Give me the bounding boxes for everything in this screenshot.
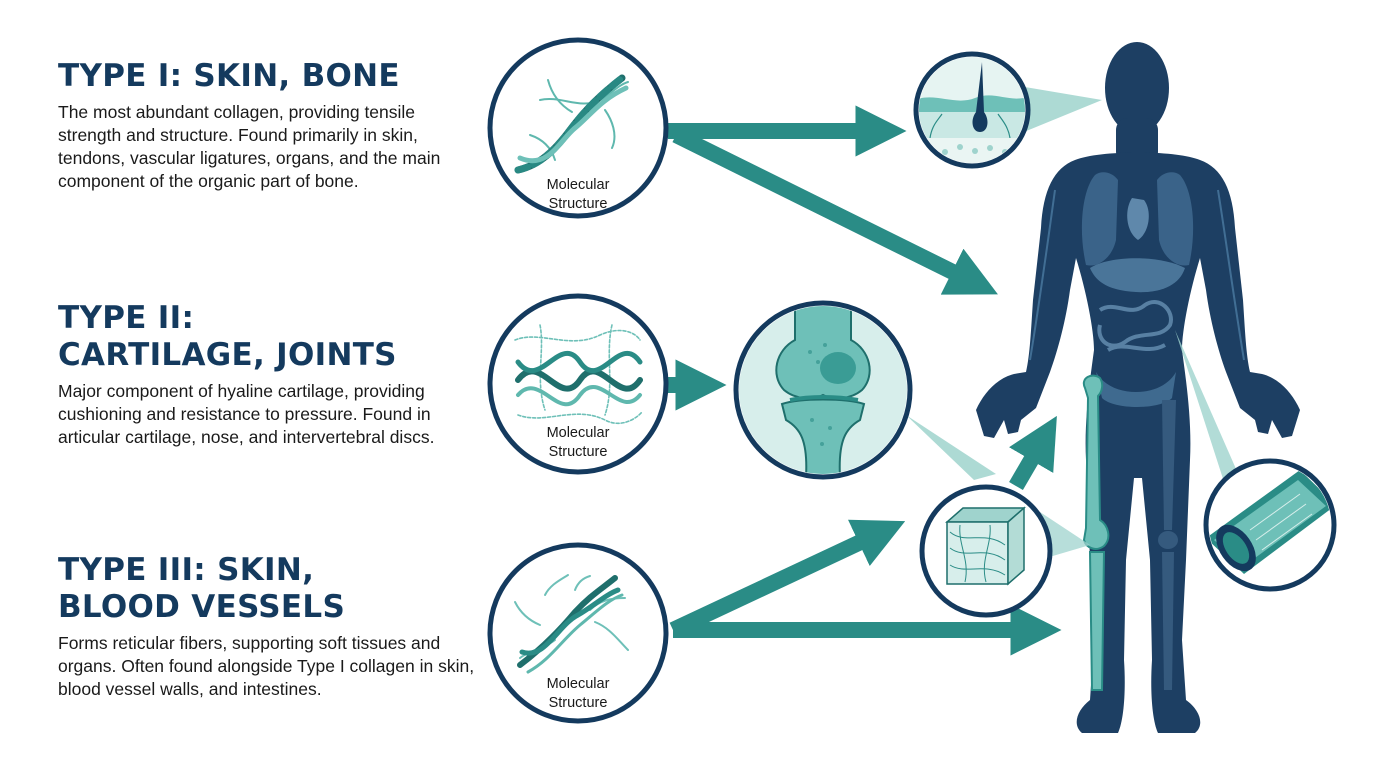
heading-line: CARTILAGE, JOINTS bbox=[58, 337, 397, 373]
molecule-label: Structure bbox=[549, 695, 608, 711]
molecule-label: Molecular bbox=[547, 425, 610, 441]
molecule-circle-type-1: Molecular Structure bbox=[487, 37, 669, 219]
molecule-label: Molecular bbox=[547, 177, 610, 193]
molecule-label: Structure bbox=[549, 196, 608, 212]
triple-helix-icon bbox=[514, 324, 643, 425]
molecule-label: Structure bbox=[549, 444, 608, 460]
type-2-description: Major component of hyaline cartilage, pr… bbox=[58, 381, 435, 447]
heading-line: TYPE III: SKIN, bbox=[58, 552, 315, 588]
knee-inset bbox=[733, 300, 913, 480]
section-type-1: TYPE I: SKIN, BONE The most abundant col… bbox=[58, 58, 478, 193]
blood-vessel-icon bbox=[1209, 470, 1331, 574]
molecule-circle-type-3: Molecular Structure bbox=[487, 542, 669, 724]
skin-inset bbox=[913, 51, 1031, 169]
type-1-heading: TYPE I: SKIN, BONE bbox=[58, 58, 478, 95]
vessel-inset bbox=[1203, 458, 1337, 592]
type-3-description: Forms reticular fibers, supporting soft … bbox=[58, 633, 475, 699]
section-type-2: TYPE II: CARTILAGE, JOINTS Major compone… bbox=[58, 300, 478, 449]
type-1-description: The most abundant collagen, providing te… bbox=[58, 102, 441, 191]
arrows bbox=[666, 105, 1062, 656]
knee-joint-icon bbox=[739, 306, 907, 474]
arrow-type1-body bbox=[672, 127, 998, 295]
heading-line: TYPE I: SKIN, BONE bbox=[58, 58, 400, 94]
tissue-block-icon bbox=[945, 506, 1026, 586]
heading-line: BLOOD VESSELS bbox=[58, 589, 346, 625]
triple-helix-icon bbox=[514, 574, 629, 674]
molecule-label: Molecular bbox=[547, 676, 610, 692]
heading-line: TYPE II: bbox=[58, 300, 195, 336]
arrow-type3-tissue bbox=[669, 519, 906, 638]
triple-helix-icon bbox=[514, 74, 629, 174]
tissue-block-inset bbox=[919, 484, 1053, 618]
type-2-heading: TYPE II: CARTILAGE, JOINTS bbox=[58, 300, 478, 374]
type-3-heading: TYPE III: SKIN, BLOOD VESSELS bbox=[58, 552, 478, 626]
arrow-tissue-bone bbox=[1008, 415, 1057, 491]
callout-beams bbox=[906, 86, 1240, 558]
human-body-icon bbox=[976, 42, 1300, 733]
molecule-circle-type-2: Molecular Structure bbox=[487, 293, 669, 475]
section-type-3: TYPE III: SKIN, BLOOD VESSELS Forms reti… bbox=[58, 552, 478, 701]
